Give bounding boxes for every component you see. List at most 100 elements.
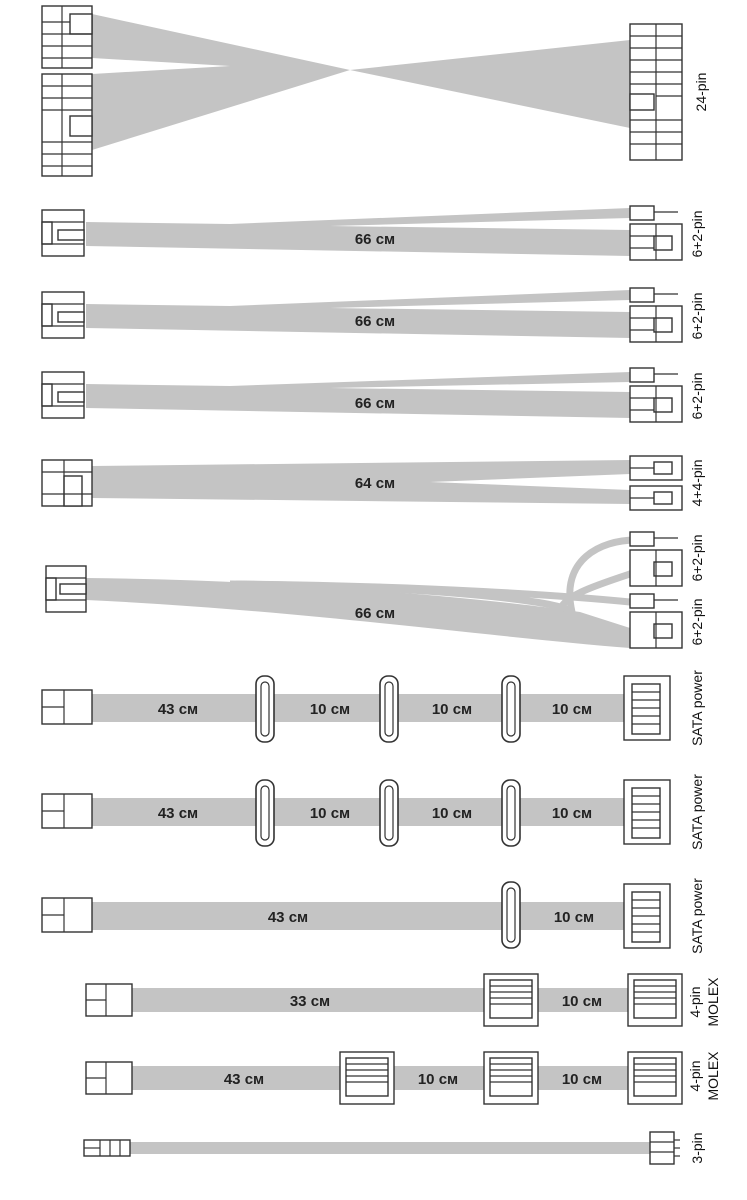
connector-label-pcie3: 6+2-pin [689, 372, 705, 419]
cable-fan3: 3-pin [83, 1131, 705, 1165]
cable-molex2-length-1: 43 см [224, 1071, 264, 1088]
sata-power-connector [623, 779, 671, 845]
sata-inline-clip-1 [255, 675, 275, 743]
cable-pcie3-wire [86, 372, 630, 418]
sata-inline-clip-1 [501, 881, 521, 949]
pcie-psu-connector [41, 371, 85, 419]
cable-molex1-wire [132, 988, 630, 1012]
cable-sata1-length-3: 10 см [432, 701, 472, 718]
connector-label-24pin: 24-pin [693, 73, 709, 112]
connector-label-molex2-line1: 4-pin [687, 1060, 703, 1091]
connector-label-sata3: SATA power [689, 878, 705, 954]
cable-sata2-length-4: 10 см [552, 805, 592, 822]
connector-label-molex2-line2: MOLEX [705, 1051, 721, 1101]
cable-sata1-wire [92, 694, 632, 722]
cable-sata3-wire [92, 902, 632, 930]
cable-pcie-dual-loop-2 [235, 580, 631, 606]
connector-label-sata1: SATA power [689, 670, 705, 746]
cable-molex1-length-2: 10 см [562, 993, 602, 1010]
cable-sata1: 43 см 10 см 10 см 10 см SATA power [41, 670, 705, 746]
cpu-4pin-connector-b [629, 485, 683, 511]
cable-sata2-length-3: 10 см [432, 805, 472, 822]
connector-label-molex1-line2: MOLEX [705, 977, 721, 1027]
cable-pcie3-length: 66 см [355, 395, 395, 412]
molex-psu-connector [85, 1061, 133, 1095]
molex-psu-connector [85, 983, 133, 1017]
molex-connector-end [627, 973, 683, 1027]
cable-pcie3: 66 см 6+2-pin [41, 367, 705, 423]
cable-sata1-length-1: 43 см [158, 701, 198, 718]
sata-inline-clip-3 [501, 779, 521, 847]
cable-sata2-length-1: 43 см [158, 805, 198, 822]
cable-sata3-length-1: 43 см [268, 909, 308, 926]
cpu-4pin-connector-a [629, 455, 683, 481]
molex-connector-end [627, 1051, 683, 1105]
sata-inline-clip-3 [501, 675, 521, 743]
cable-pcie2: 66 см 6+2-pin [41, 287, 705, 343]
cable-pcie-dual-length: 66 см [355, 605, 395, 622]
sata-power-connector [623, 883, 671, 949]
molex-connector-2 [483, 1051, 539, 1105]
sata-inline-clip-2 [379, 675, 399, 743]
connector-label-pcie-dual-b: 6+2-pin [689, 598, 705, 645]
cable-sata2-wire [92, 798, 632, 826]
cable-molex2: 43 см 10 см 10 см 4-pin MOLEX [85, 1051, 721, 1105]
cable-molex1-length-1: 33 см [290, 993, 330, 1010]
cable-pcie-dual: 66 см 6+2-pin 6+2-pin [45, 531, 705, 649]
atx-psu-connector-bottom [41, 73, 93, 177]
pcie-2pin-connector-b [629, 593, 678, 609]
connector-label-pcie1: 6+2-pin [689, 210, 705, 257]
sata-psu-connector [41, 689, 93, 725]
fan-3pin-connector [649, 1131, 680, 1165]
cable-pcie-dual-loop-3 [556, 568, 638, 613]
connector-label-molex1-line1: 4-pin [687, 986, 703, 1017]
pcie-6pin-connector [629, 223, 683, 261]
cable-fan3-wire [130, 1142, 650, 1154]
cpu-psu-connector [41, 459, 93, 507]
connector-label-sata2: SATA power [689, 774, 705, 850]
pcie-2pin-connector [629, 367, 678, 383]
connector-label-fan3: 3-pin [689, 1132, 705, 1163]
sata-psu-connector [41, 897, 93, 933]
sata-inline-clip-2 [379, 779, 399, 847]
pcie-psu-connector [41, 291, 85, 339]
cable-pcie2-wire [86, 290, 630, 338]
sata-power-connector [623, 675, 671, 741]
cable-sata2-length-2: 10 см [310, 805, 350, 822]
cable-sata1-length-2: 10 см [310, 701, 350, 718]
molex-connector-1 [339, 1051, 395, 1105]
cable-atx24: 24-pin [41, 5, 709, 177]
cable-sata3: 43 см 10 см SATA power [41, 878, 705, 954]
atx-psu-connector-top [41, 5, 93, 69]
cable-sata3-length-2: 10 см [554, 909, 594, 926]
pcie-psu-connector [41, 209, 85, 257]
connector-label-cpu: 4+4-pin [689, 459, 705, 506]
cable-pcie1-wire [86, 208, 630, 256]
pcie-2pin-connector-a [629, 531, 678, 547]
sata-inline-clip-1 [255, 779, 275, 847]
cable-pcie1: 66 см 6+2-pin [41, 205, 705, 261]
pcie-6pin-connector-b [629, 611, 683, 649]
connector-label-pcie2: 6+2-pin [689, 292, 705, 339]
cable-pcie2-length: 66 см [355, 313, 395, 330]
cable-molex2-length-3: 10 см [562, 1071, 602, 1088]
atx-24pin-connector [629, 23, 683, 161]
cable-sata2: 43 см 10 см 10 см 10 см SATA power [41, 774, 705, 850]
cable-sata1-length-4: 10 см [552, 701, 592, 718]
connector-label-pcie-dual-a: 6+2-pin [689, 534, 705, 581]
molex-connector-1 [483, 973, 539, 1027]
cable-atx24-wire [92, 14, 630, 150]
cable-pcie-dual-wire [86, 578, 630, 648]
pcie-2pin-connector [629, 287, 678, 303]
fan-psu-connector [83, 1139, 131, 1157]
cable-cpu-wire [92, 460, 630, 504]
pcie-6pin-connector [629, 385, 683, 423]
pcie-psu-connector [45, 565, 87, 613]
pcie-6pin-connector-a [629, 549, 683, 587]
pcie-6pin-connector [629, 305, 683, 343]
cable-cpu-length: 64 см [355, 475, 395, 492]
cable-molex2-length-2: 10 см [418, 1071, 458, 1088]
sata-psu-connector [41, 793, 93, 829]
cable-pcie1-length: 66 см [355, 231, 395, 248]
